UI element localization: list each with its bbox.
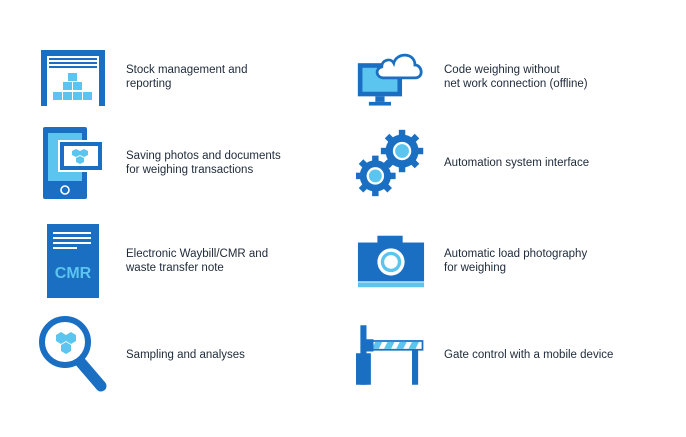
feature-label: Automation system interface <box>444 157 590 169</box>
feature-label: Automatic load photography for weighing <box>444 248 588 274</box>
feature-label: Electronic Waybill/CMR and waste transfe… <box>126 248 269 274</box>
feature-label: Stock management and reporting <box>126 64 248 90</box>
feature-label: Saving photos and documents for weighing… <box>126 150 281 176</box>
gears-icon <box>356 126 426 200</box>
feature-gate-control: Gate control with a mobile device <box>356 318 629 392</box>
barrier-gate-icon <box>356 318 426 392</box>
feature-automation-interface: Automation system interface <box>356 126 629 200</box>
feature-offline-weighing: Code weighing without net work connectio… <box>356 40 629 114</box>
feature-stock-management: Stock management and reporting <box>38 40 311 114</box>
feature-saving-photos: Saving photos and documents for weighing… <box>38 126 311 200</box>
feature-label: Sampling and analyses <box>126 349 245 361</box>
tablet-photos-icon <box>38 126 108 200</box>
cmr-document-icon: CMR <box>38 224 108 298</box>
monitor-cloud-icon <box>356 40 426 114</box>
feature-electronic-waybill: CMR Electronic Waybill/CMR and waste tra… <box>38 224 311 298</box>
magnifier-sample-icon <box>38 316 108 392</box>
warehouse-stock-icon <box>38 40 108 114</box>
feature-label: Gate control with a mobile device <box>444 349 614 361</box>
feature-load-photography: Automatic load photography for weighing <box>356 224 629 298</box>
cmr-icon-text: CMR <box>55 265 92 282</box>
feature-sampling: Sampling and analyses <box>38 316 311 392</box>
camera-icon <box>356 224 426 298</box>
feature-label: Code weighing without net work connectio… <box>444 64 588 90</box>
